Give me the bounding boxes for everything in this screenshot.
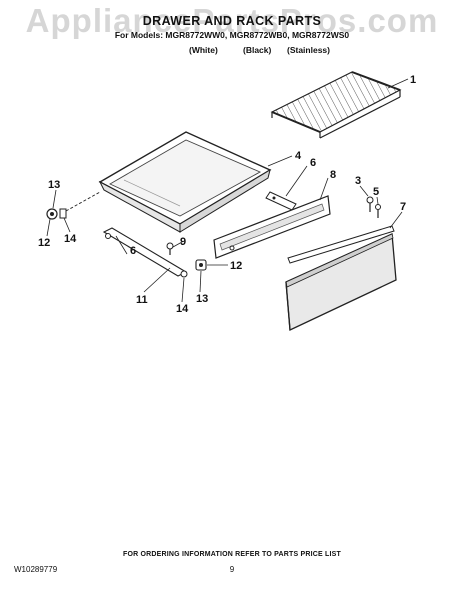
drawer-front-panel [285, 233, 397, 331]
document-id: W10289779 [14, 565, 58, 574]
callout-numbers: 1 4 6 8 3 5 7 13 12 14 6 9 12 11 14 13 [38, 74, 416, 315]
callout-3: 3 [355, 175, 361, 187]
oven-rack [270, 71, 402, 139]
callout-11: 11 [136, 294, 148, 306]
lower-slide-bar [102, 227, 188, 277]
right-roller-assembly [180, 259, 207, 278]
header: DRAWER AND RACK PARTS For Models: MGR877… [0, 14, 464, 40]
watermark: AppliancePartsPros.com [25, 2, 439, 39]
leader-lines [46, 78, 409, 303]
callout-13-left: 13 [48, 179, 60, 191]
drawer-bracket [265, 191, 297, 211]
ordering-note: FOR ORDERING INFORMATION REFER TO PARTS … [122, 551, 342, 558]
screw-9 [166, 242, 174, 255]
variant-stainless: (Stainless) [287, 45, 330, 55]
model-variants: (White) (Black) (Stainless) [0, 45, 464, 57]
panel-screws [366, 196, 381, 218]
callout-14-left: 14 [64, 233, 77, 245]
callout-6-upper: 6 [310, 157, 316, 169]
callout-13-right: 13 [196, 293, 208, 305]
callout-6-lower: 6 [130, 245, 136, 257]
variant-white: (White) [189, 45, 218, 55]
callout-8: 8 [330, 169, 336, 181]
page-title: DRAWER AND RACK PARTS [142, 14, 322, 28]
callout-12-left: 12 [38, 237, 50, 249]
callout-1: 1 [410, 74, 416, 86]
callout-4: 4 [295, 150, 302, 162]
variant-black: (Black) [243, 45, 272, 55]
left-roller-assembly [46, 191, 101, 220]
trim-strip [287, 225, 395, 264]
callout-7: 7 [400, 201, 406, 213]
drawer-tray [98, 131, 272, 233]
model-list: For Models: MGR8772WW0, MGR8772WB0, MGR8… [114, 30, 350, 40]
callout-5: 5 [373, 186, 379, 198]
slide-rail [213, 195, 331, 259]
callout-14-right: 14 [176, 303, 189, 315]
page-number: 9 [229, 565, 235, 574]
callout-9: 9 [180, 236, 186, 248]
callout-12-right: 12 [230, 260, 242, 272]
